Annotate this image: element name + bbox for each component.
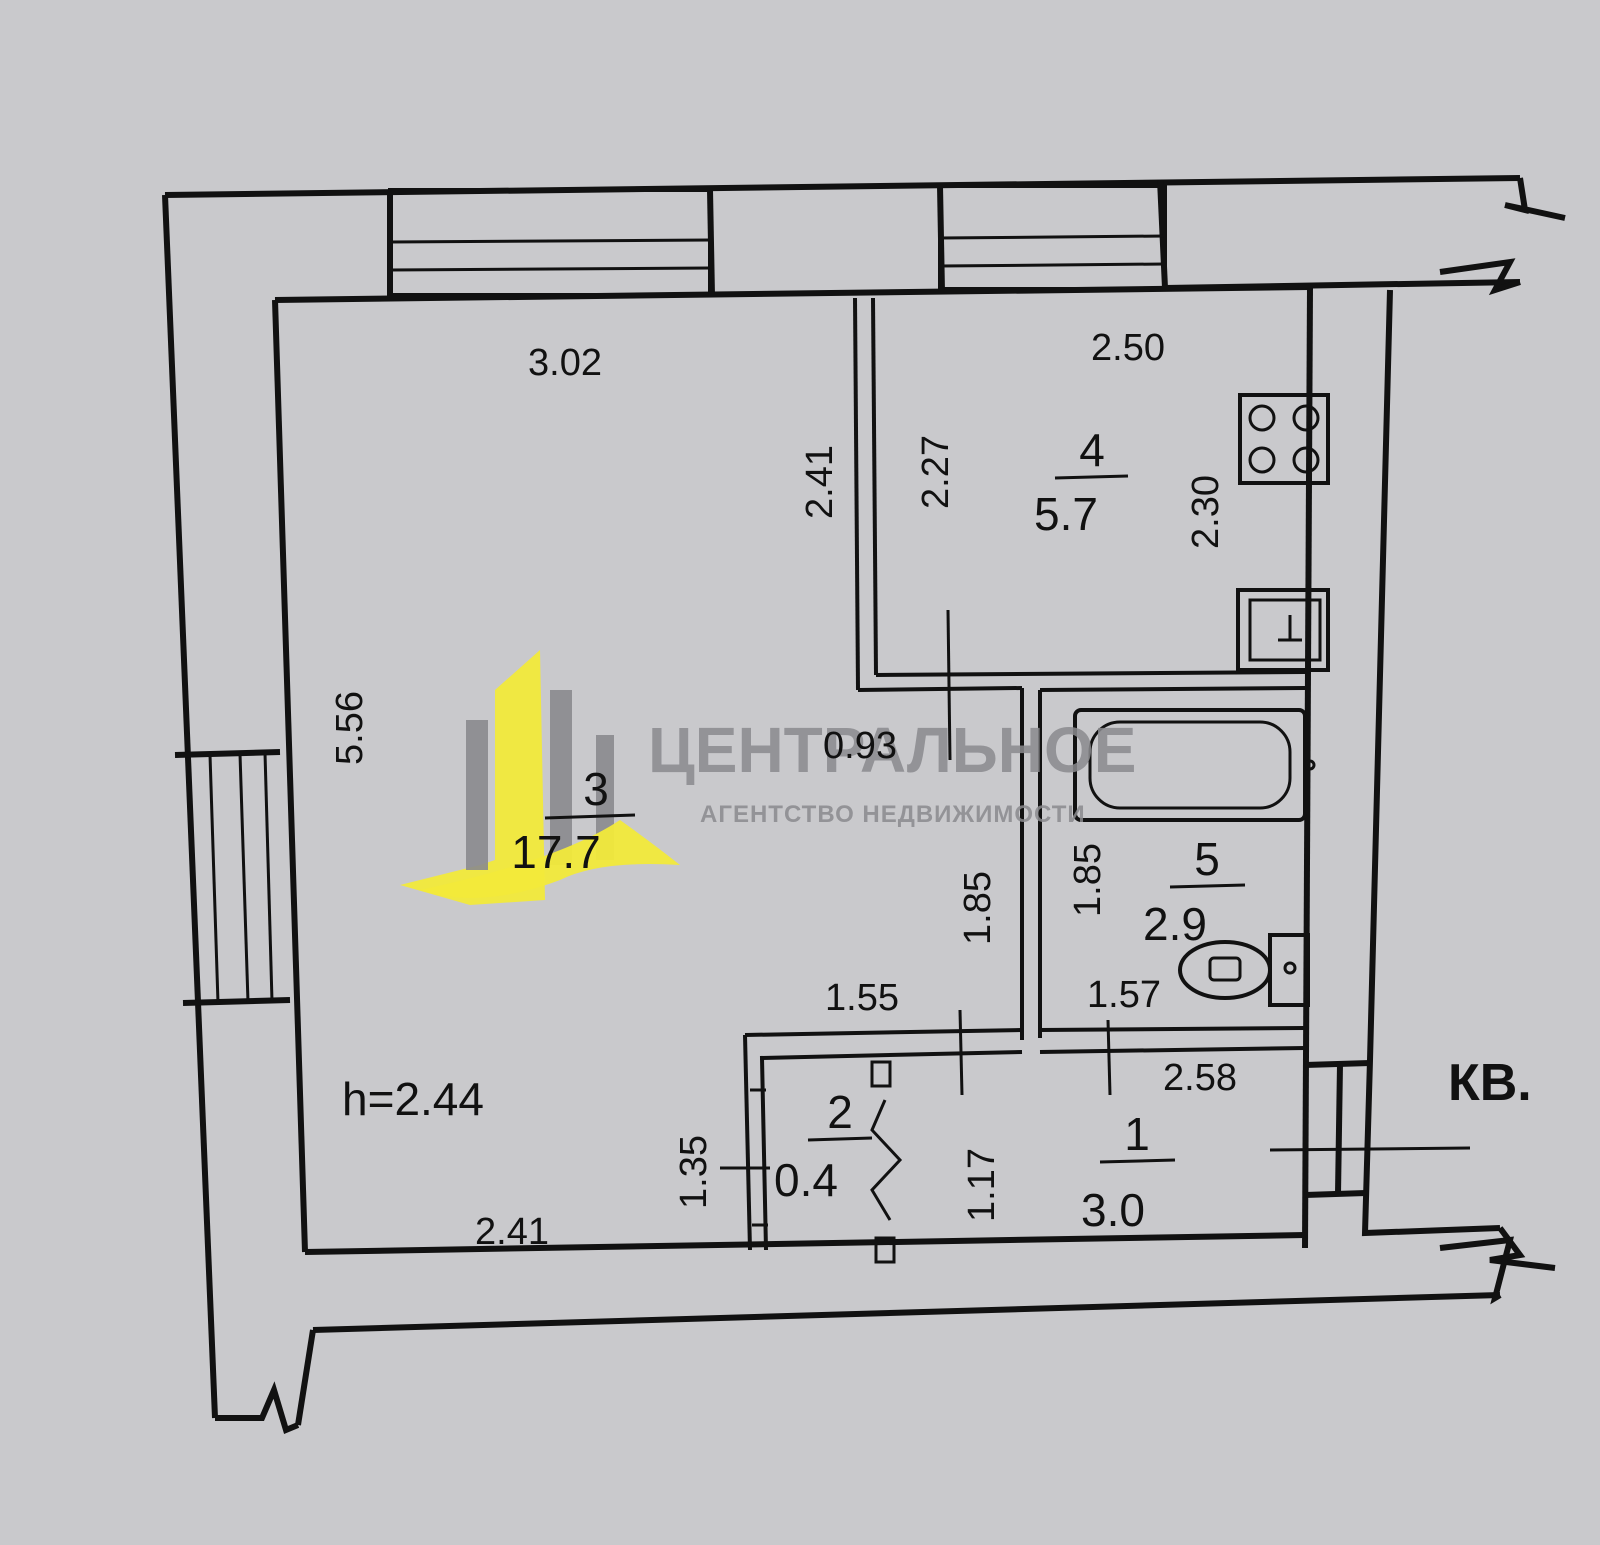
room-area: 0.4 [774,1154,838,1206]
room-number: 2 [827,1086,853,1138]
room-label-1: 1 3.0 [1081,1108,1176,1236]
room-area: 2.9 [1143,898,1207,950]
dim-room4-left: 2.27 [915,435,957,509]
room-label-2: 2 0.4 [774,1086,873,1206]
watermark-logo-bar-2 [550,690,572,865]
room-label-4: 4 5.7 [1034,424,1129,540]
dim-room1-h: 1.17 [961,1148,1003,1222]
dim-room3-right: 2.41 [799,445,841,519]
room-area: 17.7 [511,826,601,878]
window-left [208,752,274,1004]
outer-walls [162,175,1566,1435]
window-top-left [387,188,715,298]
room-area: 5.7 [1034,488,1098,540]
window-top-right [937,184,1167,293]
apartment-label: КВ. [1448,1054,1532,1112]
sink-icon [1236,588,1330,672]
toilet-icon [1178,933,1310,1007]
dimension-labels: 3.02 2.50 2.41 2.27 2.30 5.56 0.93 1.85 … [329,327,1237,1253]
dim-room5-bottom: 1.57 [1087,974,1161,1016]
dim-room3-inner-h: 1.85 [957,871,999,945]
agency-watermark: ЦЕНТРАЛЬНОЕ АГЕНТСТВО НЕДВИЖИМОСТИ [400,650,1136,905]
dim-room3-step: 0.93 [823,725,897,767]
bathtub-icon [1073,708,1316,822]
dim-room3-bottom: 2.41 [475,1211,549,1253]
dim-room1-top: 2.58 [1163,1057,1237,1099]
room-label-3: 3 17.7 [511,763,636,878]
room-number: 4 [1079,424,1105,476]
room-label-5: 5 2.9 [1143,833,1246,950]
dim-room5-left: 1.85 [1067,843,1109,917]
dim-room3-left: 5.56 [329,691,371,765]
watermark-logo-wave [420,820,680,898]
room-area: 3.0 [1081,1184,1145,1236]
watermark-title: ЦЕНТРАЛЬНОЕ [648,714,1136,786]
dim-room2-h: 1.35 [673,1135,715,1209]
ceiling-height: h=2.44 [342,1073,484,1125]
watermark-logo-bar-1 [466,720,488,870]
watermark-logo-yellow [400,650,545,905]
dim-room3-top: 3.02 [528,342,602,384]
stove-icon [1238,393,1330,485]
watermark-subtitle: АГЕНТСТВО НЕДВИЖИМОСТИ [700,801,1086,828]
dim-room3-inner-w: 1.55 [825,977,899,1019]
dim-room4-top: 2.50 [1091,327,1165,369]
room-number: 1 [1124,1108,1150,1160]
room-number: 5 [1194,833,1220,885]
dim-room4-right: 2.30 [1185,475,1227,549]
partitions [720,297,1471,1264]
room-number: 3 [583,763,609,815]
